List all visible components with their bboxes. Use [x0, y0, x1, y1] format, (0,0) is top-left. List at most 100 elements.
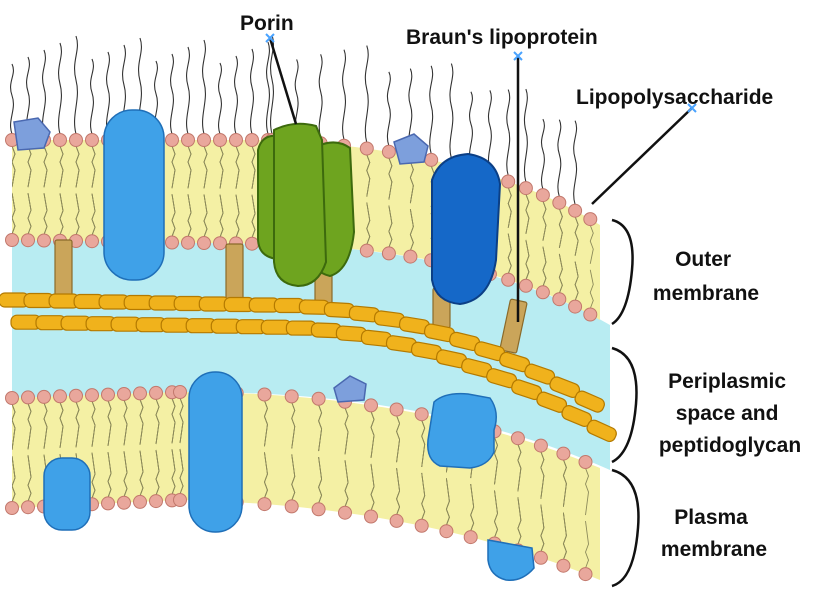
lipoprotein-anchor: [55, 240, 72, 302]
outer-label-line: Outer: [675, 248, 731, 271]
braun-lipoprotein-label: Braun's lipoprotein: [406, 26, 598, 49]
plasma-label-line: membrane: [661, 538, 767, 561]
lps-chain: [251, 49, 254, 134]
plasma-label-line: Plasma: [674, 506, 748, 529]
lipid-head: [584, 308, 597, 321]
lps-chain: [91, 59, 94, 134]
lps-chain: [343, 50, 346, 140]
lps-chain: [43, 50, 46, 134]
lps-chain: [235, 56, 238, 134]
lipid-head: [339, 506, 352, 519]
lipid-head: [86, 389, 99, 402]
lipid-head: [198, 134, 211, 147]
lipid-head: [70, 389, 83, 402]
lipid-head: [502, 175, 515, 188]
lipid-head: [464, 531, 477, 544]
lipid-head: [150, 386, 163, 399]
transmembrane-protein: [428, 394, 497, 468]
lipid-head: [569, 204, 582, 217]
lipid-head: [246, 134, 259, 147]
lipid-head: [534, 551, 547, 564]
outer-membrane-label: Outer membrane: [653, 248, 759, 305]
lps-chain: [541, 119, 544, 189]
lipoprotein-anchor: [226, 244, 243, 300]
lipid-head: [519, 279, 532, 292]
outer-membrane-bracket: [612, 220, 633, 324]
lipopolysaccharide-label: Lipopolysaccharide: [576, 86, 773, 109]
lipid-head: [166, 134, 179, 147]
lps-chain: [488, 90, 491, 169]
lipid-head: [502, 273, 515, 286]
lipid-head: [557, 447, 570, 460]
lipid-head: [285, 500, 298, 513]
lipid-head: [519, 182, 532, 195]
lps-chain: [11, 64, 14, 134]
lipid-head: [38, 234, 51, 247]
lipid-head: [118, 388, 131, 401]
lps-chain: [171, 54, 174, 134]
lps-chain: [430, 66, 433, 154]
lipid-head: [182, 236, 195, 249]
lps-chain: [219, 63, 222, 134]
lps-chain: [319, 54, 322, 137]
lipid-head: [6, 392, 19, 405]
lipid-head: [579, 456, 592, 469]
lipid-head: [102, 497, 115, 510]
lipid-head: [365, 510, 378, 523]
lps-chain: [524, 89, 527, 182]
lipid-head: [86, 235, 99, 248]
periplasm-label-line: space and: [676, 402, 779, 425]
lps-chain: [365, 46, 368, 143]
lps-chain: [203, 40, 206, 134]
lipid-head: [86, 134, 99, 147]
lps-chain: [574, 121, 577, 205]
lipid-head: [312, 392, 325, 405]
lipid-head: [534, 439, 547, 452]
lipid-head: [198, 237, 211, 250]
outer-label-line: membrane: [653, 282, 759, 305]
lipid-head: [404, 250, 417, 263]
lipid-head: [569, 300, 582, 313]
dark-transmembrane-protein: [432, 154, 500, 304]
brackets: [612, 220, 638, 586]
lipid-head: [246, 237, 259, 250]
transmembrane-protein: [44, 458, 90, 530]
lipid-head: [230, 134, 243, 147]
plasma-membrane-label: Plasma membrane: [661, 506, 767, 561]
lps-chain: [59, 43, 62, 134]
lipid-head: [70, 134, 83, 147]
porin-label: Porin: [240, 12, 294, 35]
periplasm-bracket: [612, 348, 637, 462]
lipid-head: [102, 388, 115, 401]
lps-chain: [187, 47, 190, 134]
lipid-head: [285, 390, 298, 403]
lps-chain: [558, 120, 561, 197]
transmembrane-protein: [189, 372, 242, 532]
lipid-head: [22, 391, 35, 404]
lipid-head: [553, 293, 566, 306]
lipid-head: [134, 387, 147, 400]
lps-chain: [507, 90, 510, 176]
lps-chain: [75, 36, 78, 134]
lipid-head: [415, 519, 428, 532]
plasma-membrane-bracket: [612, 470, 638, 586]
lipid-head: [365, 399, 378, 412]
lipid-head: [118, 496, 131, 509]
lipid-head: [390, 403, 403, 416]
small-protein: [394, 134, 428, 164]
lipid-head: [150, 495, 163, 508]
lipid-head: [553, 196, 566, 209]
transmembrane-protein: [104, 110, 164, 280]
lipid-head: [312, 503, 325, 516]
periplasm-label: Periplasmic space and peptidoglycan: [659, 370, 801, 457]
lipid-head: [536, 286, 549, 299]
lps-chain: [267, 42, 270, 134]
lipid-head: [54, 134, 67, 147]
lipid-head: [579, 568, 592, 581]
porin-subunit: [274, 124, 326, 286]
lipid-head: [440, 525, 453, 538]
lipid-head: [22, 234, 35, 247]
small-protein: [14, 118, 50, 150]
